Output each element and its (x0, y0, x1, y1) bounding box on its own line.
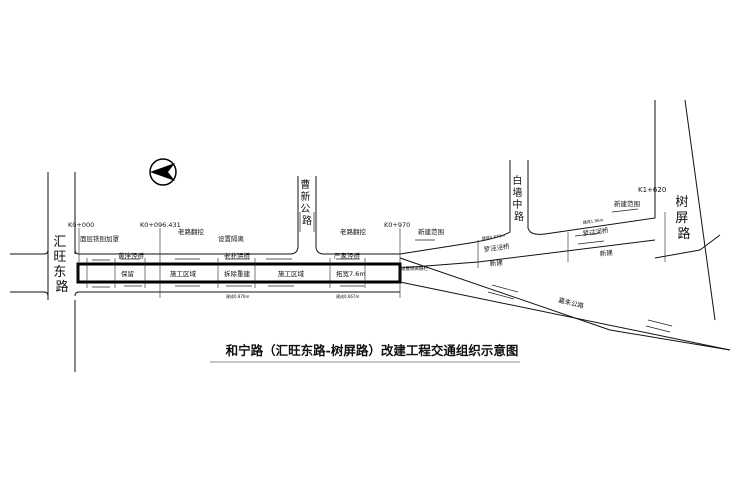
zone-new-2: 新建 (599, 248, 613, 258)
station-k0-000: K0+000 (68, 221, 94, 229)
huiwang-char-3: 东 (53, 265, 66, 280)
note-2: 建成0.667m (336, 293, 359, 299)
baiqiang-char-4: 路 (514, 210, 524, 223)
road-name-caoxin: 曹 新 公 路 (300, 178, 313, 227)
road-name-jiazhu: 嘉朱公路 (558, 295, 586, 310)
zone-widen: 拓宽7.6m (336, 269, 366, 278)
road-name-shuping: 树 屏 路 (675, 195, 692, 242)
hening-road (76, 176, 402, 298)
caoxin-char-1: 曹 (300, 178, 310, 191)
bridge-huangpan: 黄泮泾桥 (118, 251, 145, 260)
huiwang-char-1: 汇 (53, 235, 66, 250)
bridge-luojing: 罗泾泾桥 (483, 241, 510, 254)
label-new-scope-1: 新建范围 (418, 227, 444, 236)
shuping-char-1: 树 (675, 195, 688, 210)
huiwang-char-4: 路 (55, 279, 68, 295)
shuping-char-2: 屏 (675, 211, 688, 226)
diagram-title: 和宁路（汇旺东路-树屏路）改建工程交通组织示意图 (225, 343, 519, 358)
huiwang-char-2: 旺 (53, 250, 66, 265)
zone-construction-2: 施工区域 (278, 269, 305, 278)
label-old-dig-1: 老路翻挖 (178, 227, 205, 236)
bridge-yanjia: 严家泾桥 (334, 251, 361, 260)
note-3: 建成0.879m (481, 232, 505, 241)
note-4: 建成1.96m (582, 216, 604, 225)
baiqiang-char-2: 墙 (512, 186, 522, 199)
huiwang-road (10, 172, 80, 372)
baiqiang-char-1: 白 (512, 174, 522, 187)
station-k0-970: K0+970 (384, 221, 410, 229)
caoxin-char-2: 新 (300, 190, 310, 203)
road-name-baiqiangzhong: 白 墙 中 路 (512, 174, 525, 223)
baiqiang-char-3: 中 (512, 198, 522, 211)
label-milling: 面层铣刨加罩 (80, 234, 120, 243)
road-name-huiwang: 汇 旺 东 路 (53, 235, 70, 295)
zone-retain: 保留 (121, 269, 134, 278)
zone-new-1: 新建 (489, 258, 503, 268)
note-1: 建成0.876m (226, 293, 249, 299)
label-new-scope-2: 新建范围 (614, 199, 640, 208)
label-isolation: 设置隔离 (218, 234, 245, 243)
bridge-luoguo: 罗过河桥 (582, 225, 609, 238)
zone-construction-1: 施工区域 (170, 269, 197, 278)
caoxin-char-3: 公 (300, 204, 310, 215)
bridge-laopu: 老朴浜桥 (224, 251, 251, 260)
caoxin-char-4: 路 (302, 214, 312, 227)
shuping-char-3: 路 (677, 226, 690, 242)
zone-demolish-rebuild: 拆除重建 (224, 269, 251, 278)
traffic-arrows (92, 208, 673, 333)
station-k1-620: K1+620 (638, 186, 666, 194)
north-arrow-icon (149, 158, 177, 186)
eastern-section (399, 99, 731, 351)
station-k0-096: K0+096.431 (140, 221, 181, 229)
label-old-dig-2: 老路翻挖 (340, 227, 367, 236)
label-isolation-fence: 设置隔离栅栏 (401, 265, 428, 272)
